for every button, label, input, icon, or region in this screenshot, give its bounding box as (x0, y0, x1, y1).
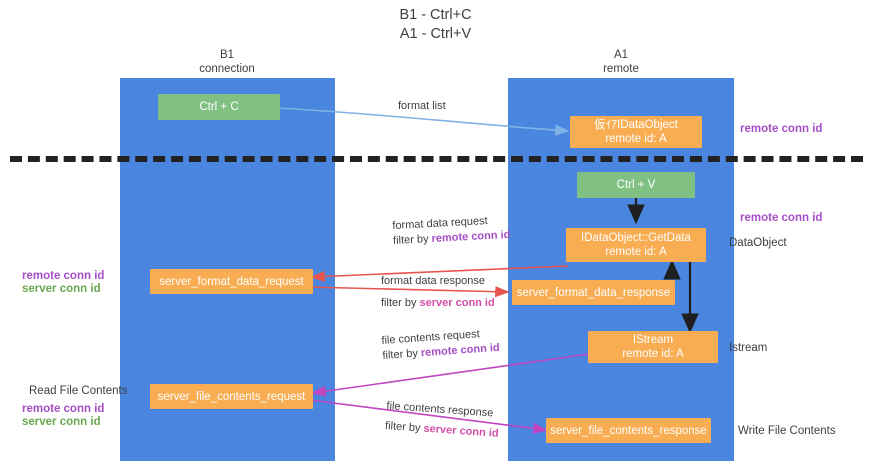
lane-header-b1: B1 connection (127, 48, 327, 76)
node-ctrl-c-label: Ctrl + C (199, 101, 239, 113)
edge-label-format-data-request-prefix: filter by (392, 232, 432, 247)
edge-label-file-contents-response-key: server conn id (423, 422, 499, 440)
node-istream[interactable]: IStream remote id: A (588, 331, 718, 363)
edge-label-file-contents-request: file contents request filter by remote c… (381, 326, 500, 364)
edge-label-format-data-response-prefix: filter by (381, 297, 420, 309)
node-istream-sub: remote id: A (622, 348, 684, 360)
annotation-remote-conn-id-mid: remote conn id (740, 212, 823, 224)
node-server-format-data-response[interactable]: server_format_data_response (512, 280, 675, 305)
node-server-file-contents-response[interactable]: server_file_contents_response (546, 418, 711, 443)
annotation-dataobject: DataObject (729, 237, 787, 249)
node-server-format-data-request-label: server_format_data_request (159, 275, 304, 288)
annotation-left-remote-conn-id-1: remote conn id (22, 270, 105, 282)
node-ctrl-c[interactable]: Ctrl + C (158, 94, 280, 120)
node-ctrl-v[interactable]: Ctrl + V (577, 172, 695, 198)
edge-label-file-contents-response-line2: filter by server conn id (385, 419, 499, 442)
edge-label-format-data-request-key: remote conn id (431, 228, 511, 245)
page-title-line-2: A1 - Ctrl+V (399, 26, 472, 42)
annotation-remote-conn-id-top: remote conn id (740, 123, 823, 135)
edge-label-format-data-response-line1: format data response (381, 275, 485, 287)
node-ctrl-v-label: Ctrl + V (616, 179, 656, 191)
node-idataobject[interactable]: 仮ｲｱIDataObject remote id: A (570, 116, 702, 148)
edge-label-format-list-text: format list (398, 100, 446, 112)
page-title-line-1: B1 - Ctrl+C (399, 7, 472, 23)
phase-separator (10, 156, 863, 162)
edge-label-format-data-request: format data request filter by remote con… (392, 213, 511, 249)
edge-label-format-data-response: format data response filter by server co… (381, 274, 495, 311)
annotation-left-remote-conn-id-2: remote conn id (22, 403, 105, 415)
edge-label-file-contents-request-key: remote conn id (420, 341, 501, 360)
node-server-file-contents-response-label: server_file_contents_response (550, 424, 707, 437)
node-server-format-data-response-label: server_format_data_response (516, 286, 671, 299)
edge-label-format-list: format list (398, 99, 446, 114)
annotation-read-file-contents: Read File Contents (29, 385, 128, 397)
node-server-file-contents-request[interactable]: server_file_contents_request (150, 384, 313, 409)
node-server-file-contents-request-label: server_file_contents_request (157, 390, 306, 403)
annotation-write-file-contents: Write File Contents (738, 425, 836, 437)
node-getdata-sub: remote id: A (605, 246, 667, 258)
page-title: B1 - Ctrl+C A1 - Ctrl+V (0, 6, 871, 44)
edge-label-file-contents-response: file contents response filter by server … (385, 399, 501, 442)
lane-header-a1: A1 remote (521, 48, 721, 76)
lane-header-a1-name: A1 (613, 49, 629, 61)
node-istream-label: IStream (632, 334, 674, 346)
lane-header-a1-subtitle: remote (603, 63, 639, 75)
edge-label-format-data-response-line2: filter by server conn id (381, 296, 495, 311)
edge-label-format-data-response-key: server conn id (419, 297, 495, 309)
node-idataobject-label: 仮ｲｱIDataObject (594, 119, 678, 131)
node-idataobject-getdata[interactable]: IDataObject::GetData remote id: A (566, 228, 706, 262)
lane-header-b1-subtitle: connection (199, 63, 255, 75)
edge-label-file-contents-response-prefix: filter by (384, 419, 424, 435)
edge-label-file-contents-response-line1: file contents response (386, 399, 494, 420)
node-idataobject-sub: remote id: A (605, 133, 667, 145)
node-server-format-data-request[interactable]: server_format_data_request (150, 269, 313, 294)
annotation-istream: Istream (729, 342, 768, 354)
annotation-left-server-conn-id-2: server conn id (22, 416, 101, 428)
node-getdata-label: IDataObject::GetData (581, 232, 691, 244)
lane-header-b1-name: B1 (219, 49, 235, 61)
annotation-left-server-conn-id-1: server conn id (22, 283, 101, 295)
edge-label-file-contents-request-prefix: filter by (382, 347, 422, 362)
